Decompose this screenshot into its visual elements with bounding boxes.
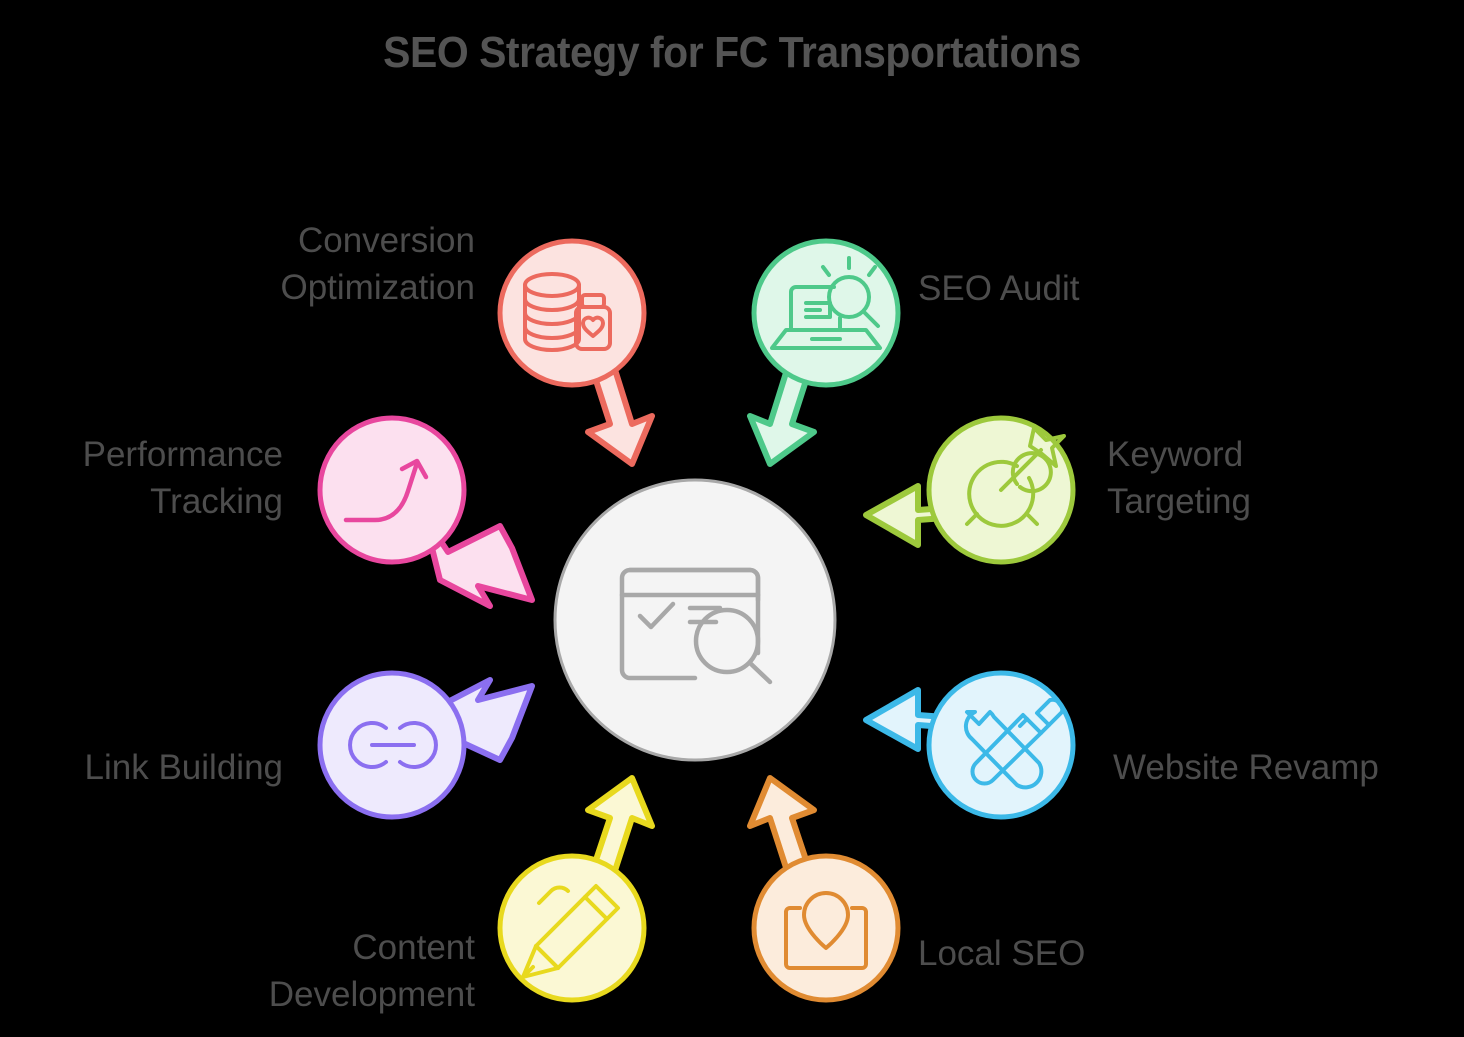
- node-website-revamp[interactable]: [926, 670, 1076, 820]
- arrow-conversion-optimization: [557, 357, 655, 467]
- arrow-seo-audit: [747, 357, 843, 467]
- chain-link-icon: [348, 721, 438, 769]
- label-keyword-targeting: Keyword Targeting: [1107, 435, 1251, 521]
- wrench-screwdriver-icon: [963, 697, 1065, 790]
- browser-search-icon: [619, 567, 773, 685]
- arrow-performance-tracking: [421, 513, 535, 609]
- node-conversion-optimization[interactable]: [497, 238, 647, 388]
- laptop-magnifier-icon: [770, 256, 882, 350]
- node-content-development[interactable]: [497, 853, 647, 1003]
- label-seo-audit: SEO Audit: [918, 269, 1080, 308]
- page-title: SEO Strategy for FC Transportations: [383, 28, 1081, 77]
- label-content-development: Content Development: [268, 928, 475, 1014]
- node-performance-tracking[interactable]: [317, 415, 467, 565]
- label-local-seo: Local SEO: [918, 934, 1086, 973]
- label-conversion-optimization: Conversion Optimization: [280, 221, 475, 307]
- arrow-local-seo: [747, 775, 843, 883]
- label-website-revamp: Website Revamp: [1113, 748, 1379, 787]
- arrow-content-development: [557, 775, 655, 883]
- node-local-seo[interactable]: [751, 853, 901, 1003]
- target-arrow-icon: [965, 426, 1066, 528]
- map-pin-frame-icon: [784, 891, 868, 970]
- seo-strategy-hub[interactable]: [553, 478, 837, 762]
- node-keyword-targeting[interactable]: [926, 415, 1076, 565]
- node-link-building[interactable]: [317, 670, 467, 820]
- node-seo-audit[interactable]: [751, 238, 901, 388]
- trend-up-arrow-icon: [343, 458, 429, 523]
- label-performance-tracking: Performance Tracking: [82, 435, 283, 521]
- label-link-building: Link Building: [84, 748, 283, 787]
- pen-marker-icon: [521, 884, 620, 979]
- coins-jar-heart-icon: [523, 272, 612, 352]
